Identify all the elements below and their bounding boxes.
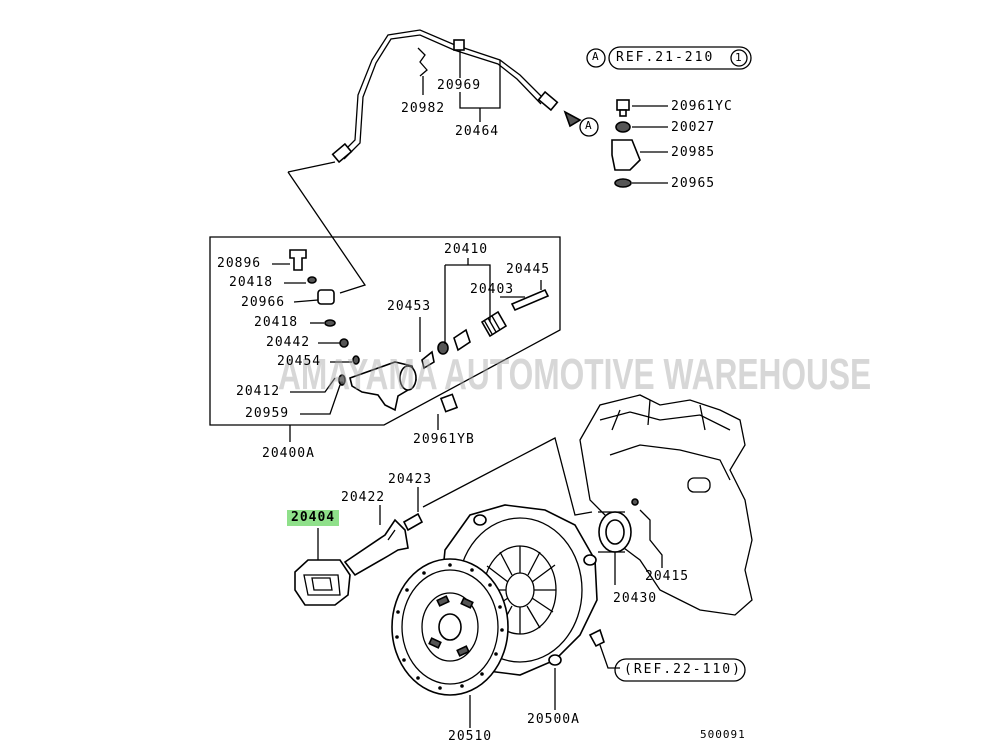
label-20969: 20969	[437, 78, 482, 93]
label-20453: 20453	[387, 299, 432, 314]
clutch-pipe-inner	[343, 34, 542, 160]
boot-20404	[294, 559, 351, 606]
label-20410: 20410	[444, 242, 489, 257]
label-20404-highlighted[interactable]: 20404	[287, 510, 340, 526]
clip-20982	[417, 47, 428, 77]
label-20454: 20454	[277, 354, 322, 369]
push-rod-20445	[510, 288, 550, 312]
bracket-20985	[611, 139, 641, 171]
label-20961yc: 20961YC	[671, 99, 733, 114]
label-20896: 20896	[217, 256, 262, 271]
disc-rivets	[395, 563, 504, 690]
group-box-20400a	[209, 236, 561, 426]
boot-20403	[480, 310, 508, 338]
ref-21-210-sub: 1	[735, 51, 744, 64]
bolt-20961yc	[616, 99, 630, 111]
label-20982: 20982	[401, 101, 446, 116]
ref-a-circle-mid	[579, 117, 599, 137]
label-20415: 20415	[645, 569, 690, 584]
pipe-fitting-left	[331, 142, 353, 164]
release-fork-20422	[343, 518, 409, 577]
ref-box-bottom	[614, 658, 746, 682]
label-20445: 20445	[506, 262, 551, 277]
label-20027: 20027	[671, 120, 716, 135]
clutch-pipe	[339, 29, 546, 156]
label-20510: 20510	[448, 729, 493, 744]
arrow-to-a	[563, 110, 582, 128]
label-20966: 20966	[241, 295, 286, 310]
ref-box-top	[608, 46, 752, 70]
ref-a-letter-top: A	[592, 50, 601, 63]
ref-22-110[interactable]: (REF.22-110)	[624, 662, 742, 677]
pipe-clip	[453, 39, 465, 51]
label-20959: 20959	[245, 406, 290, 421]
piston-20410	[453, 328, 471, 352]
label-20430: 20430	[613, 591, 658, 606]
watermark: AMAYAMA AUTOMOTIVE WAREHOUSE	[278, 350, 872, 399]
label-20400a: 20400A	[262, 446, 315, 461]
label-20422: 20422	[341, 490, 386, 505]
pivot-20423	[402, 512, 424, 532]
label-20403: 20403	[470, 282, 515, 297]
nut-20965	[614, 178, 632, 188]
diagram-id: 500091	[700, 728, 746, 741]
label-20985: 20985	[671, 145, 716, 160]
ref-a-letter-mid: A	[585, 119, 594, 132]
fitting-20966	[317, 289, 335, 305]
label-20965: 20965	[671, 176, 716, 191]
washer-20027	[615, 121, 631, 133]
bleeder-20453	[421, 350, 435, 370]
bolt-20896	[289, 249, 307, 271]
bolt-ref-22-110	[588, 628, 605, 648]
ref-a-circle-top	[586, 48, 606, 68]
label-20961yb: 20961YB	[413, 432, 475, 447]
label-20418-a: 20418	[229, 275, 274, 290]
label-20442: 20442	[266, 335, 311, 350]
ref-21-210[interactable]: REF.21-210	[616, 50, 715, 65]
label-20423: 20423	[388, 472, 433, 487]
label-20418-b: 20418	[254, 315, 299, 330]
label-20500a: 20500A	[527, 712, 580, 727]
label-20412: 20412	[236, 384, 281, 399]
pipe-fitting-right	[537, 90, 559, 112]
clip-20415	[639, 509, 663, 568]
label-20464: 20464	[455, 124, 500, 139]
bolt-20961yb	[439, 393, 459, 413]
